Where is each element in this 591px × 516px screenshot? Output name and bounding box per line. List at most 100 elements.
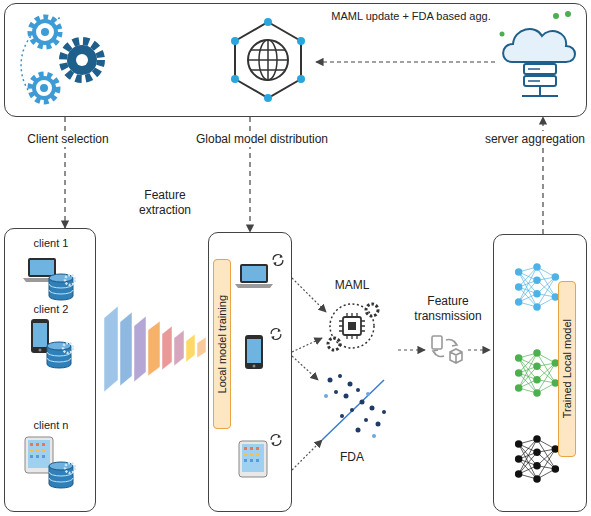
dotted-arrows-part (292, 440, 322, 470)
gears-icon (21, 18, 101, 101)
fda-scatter-part-part (364, 418, 368, 422)
fda-scatter-part-part (366, 392, 370, 396)
annotation-label: MAML (327, 278, 377, 293)
feature-extractor-part (174, 330, 184, 366)
fda-scatter-part-part (372, 434, 376, 438)
annotation-label: Feature transmission (402, 294, 494, 324)
band-label: Trained Local model (561, 319, 573, 418)
server-panel: MAML update + FDA based agg. (4, 3, 587, 117)
fda-scatter-part-part (376, 422, 381, 427)
fda-scatter-part (328, 374, 387, 433)
label-band: Trained Local model (558, 281, 576, 457)
feature-extractor-part (162, 326, 172, 370)
panel-caption: MAML update + FDA based agg. (331, 10, 491, 23)
trained-models-part (515, 263, 559, 311)
cloud-server-icon-part (565, 11, 571, 17)
fda-scatter-part-part (356, 428, 361, 433)
dotted-arrows-part (292, 356, 318, 380)
fda-scatter-part-part (382, 410, 386, 414)
transmission-icon-part (432, 336, 442, 349)
transmission-icon (432, 336, 462, 363)
fda-scatter (322, 374, 386, 440)
training-devices-part (273, 254, 283, 265)
fda-scatter-part-part (360, 400, 365, 405)
feature-extractor-part (134, 316, 146, 382)
cloud-server-icon-part (500, 32, 505, 37)
feature-extractor-part (104, 306, 118, 392)
network-globe-icon-part-part (297, 75, 305, 83)
maml-icon-part (343, 317, 361, 335)
network-globe-icon-part-part (231, 37, 239, 45)
gears-icon-part (34, 78, 54, 98)
cloud-server-icon-part (503, 29, 575, 62)
network-globe-icon-part-part (264, 18, 272, 26)
gears-icon-part (40, 84, 48, 92)
gears-icon-part (63, 41, 101, 79)
gears-icon-part (34, 21, 56, 43)
gears-icon-part (31, 18, 59, 46)
dotted-arrows-part (292, 338, 322, 352)
dashed-arrow (398, 349, 425, 350)
network-globe-icon-part (231, 18, 305, 102)
cloud-server-icon-part (553, 13, 559, 19)
training-devices-part (245, 335, 263, 369)
gears-icon-part (41, 28, 49, 36)
network-globe-icon-part-part (231, 75, 239, 83)
label-band: Local model training (213, 259, 231, 429)
fda-scatter-part (322, 380, 384, 440)
dashed-arrow (316, 61, 495, 62)
network-globe-icon-part (235, 22, 301, 98)
training-devices-part (239, 441, 267, 477)
feature-extractor-part (120, 312, 132, 386)
trained-models-part (515, 349, 559, 397)
fda-scatter-part (324, 392, 376, 438)
transmission-icon-part (433, 350, 438, 355)
client-devices (23, 258, 75, 488)
feature-extractor-part (197, 337, 206, 358)
maml-icon-part (330, 304, 374, 348)
dotted-arrows-part (292, 278, 326, 312)
maml-icon-part (339, 313, 365, 339)
training-devices-part (271, 434, 281, 445)
client-devices-part (31, 319, 49, 353)
client-group: client 1 client 2 client n (4, 228, 96, 512)
dashed-arrow (468, 349, 490, 350)
client-name: client 1 (34, 237, 69, 250)
band-label: Local model training (216, 295, 228, 393)
fda-scatter-part-part (324, 394, 328, 398)
network-globe-icon-part (248, 40, 288, 80)
fda-scatter-part-part (350, 408, 354, 412)
transmission-icon-part (450, 349, 462, 363)
fda-scatter-part-part (338, 374, 342, 378)
feature-extractor (104, 306, 206, 392)
network-globe-icon-part-part (297, 37, 305, 45)
network-globe-icon (231, 18, 305, 102)
edge-label: Client selection (24, 131, 111, 147)
training-devices-part (235, 264, 273, 288)
feature-extractor-part (186, 334, 195, 362)
fda-scatter-part-part (356, 388, 360, 392)
maml-icon-part (328, 338, 340, 350)
training-devices (235, 254, 283, 477)
fda-scatter-part-part (340, 414, 344, 418)
trained-group: Trained Local model (493, 234, 587, 512)
gears-icon-part (67, 45, 97, 75)
maml-icon-part (348, 322, 356, 330)
edge-label: Global model distribution (193, 131, 331, 147)
annotation-label: Feature extraction (125, 188, 205, 218)
gears-icon-part (31, 75, 57, 101)
dotted-arrows (292, 278, 326, 470)
cloud-server-icon (500, 11, 576, 96)
client-devices-part (49, 462, 75, 488)
client-devices-part (47, 342, 73, 368)
fda-scatter-part-part (348, 382, 353, 387)
annotation-label: FDA (327, 450, 377, 465)
client-name: client 2 (34, 303, 69, 316)
transmission-icon-part (452, 341, 457, 346)
client-name: client n (34, 419, 69, 432)
trained-models-part (515, 435, 559, 483)
fda-scatter-part-part (370, 406, 375, 411)
